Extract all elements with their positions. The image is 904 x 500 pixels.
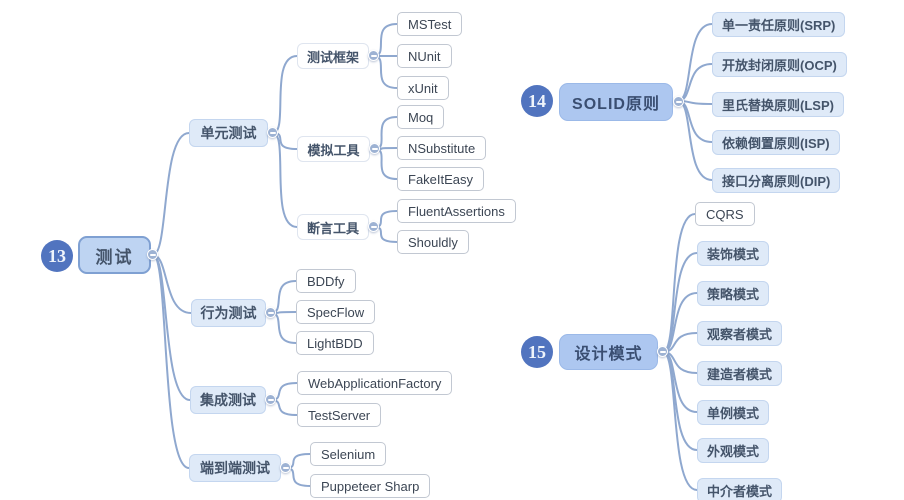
node-shouldly[interactable]: Shouldly	[397, 230, 469, 254]
edge-connector	[662, 351, 698, 451]
collapse-toggle-solid[interactable]	[673, 96, 684, 107]
node-strategy-pattern[interactable]: 策略模式	[697, 281, 770, 306]
node-builder-pattern[interactable]: 建造者模式	[697, 361, 783, 386]
node-integration-testing[interactable]: 集成测试	[190, 386, 266, 414]
collapse-toggle-integration-testing[interactable]	[265, 394, 276, 405]
edge-connector	[662, 351, 698, 491]
edge-connector	[152, 254, 191, 401]
edge-connector	[272, 55, 298, 134]
node-solid-root[interactable]: SOLID原则	[559, 83, 673, 121]
collapse-toggle-design-patterns[interactable]	[657, 346, 668, 357]
node-cqrs[interactable]: CQRS	[695, 202, 755, 226]
badge-15: 15	[521, 336, 553, 368]
node-lightbdd[interactable]: LightBDD	[296, 331, 374, 355]
node-principle-isp[interactable]: 依赖倒置原则(ISP)	[712, 130, 840, 155]
node-webapplicationfactory[interactable]: WebApplicationFactory	[297, 371, 453, 395]
node-selenium[interactable]: Selenium	[310, 442, 387, 466]
node-facade-pattern[interactable]: 外观模式	[697, 438, 770, 463]
node-nunit[interactable]: NUnit	[397, 44, 452, 68]
node-behavior-testing[interactable]: 行为测试	[191, 299, 266, 327]
node-fluentassertions[interactable]: FluentAssertions	[397, 199, 516, 223]
collapse-toggle-testing[interactable]	[147, 249, 158, 260]
node-principle-ocp[interactable]: 开放封闭原则(OCP)	[712, 52, 847, 77]
node-observer-pattern[interactable]: 观察者模式	[697, 321, 783, 346]
edge-connector	[677, 100, 713, 143]
badge-13: 13	[41, 240, 73, 272]
edge-connector	[373, 55, 398, 89]
collapse-toggle-behavior-testing[interactable]	[265, 307, 276, 318]
node-principle-dip[interactable]: 接口分离原则(DIP)	[712, 168, 841, 193]
edge-connector	[272, 132, 298, 228]
edge-connector	[374, 148, 398, 180]
collapse-toggle-unit-testing[interactable]	[267, 127, 278, 138]
collapse-toggle-assertion-tools[interactable]	[368, 221, 379, 232]
node-moq[interactable]: Moq	[397, 105, 445, 129]
node-puppeteer-sharp[interactable]: Puppeteer Sharp	[310, 474, 431, 498]
node-xunit[interactable]: xUnit	[397, 76, 449, 100]
node-mstest[interactable]: MSTest	[397, 12, 463, 36]
node-decorator-pattern[interactable]: 装饰模式	[697, 241, 770, 266]
edge-connector	[270, 312, 297, 344]
node-bddfy[interactable]: BDDfy	[296, 269, 356, 293]
collapse-toggle-mock-tools[interactable]	[369, 143, 380, 154]
edge-connector	[152, 254, 190, 469]
edge-connector	[677, 23, 713, 102]
node-specflow[interactable]: SpecFlow	[296, 300, 376, 324]
node-nsubstitute[interactable]: NSubstitute	[397, 136, 487, 160]
node-assertion-tools[interactable]: 断言工具	[297, 214, 369, 240]
node-test-frameworks[interactable]: 测试框架	[297, 43, 369, 69]
node-principle-srp[interactable]: 单一责任原则(SRP)	[712, 12, 846, 37]
node-design-patterns-root[interactable]: 设计模式	[559, 334, 658, 370]
node-mock-tools[interactable]: 模拟工具	[297, 136, 370, 162]
node-unit-testing[interactable]: 单元测试	[189, 119, 268, 147]
collapse-toggle-test-frameworks[interactable]	[368, 50, 379, 61]
edge-connector	[152, 132, 190, 256]
node-testserver[interactable]: TestServer	[297, 403, 382, 427]
node-e2e-testing[interactable]: 端到端测试	[189, 454, 281, 482]
node-mediator-pattern[interactable]: 中介者模式	[697, 478, 783, 500]
badge-14: 14	[521, 85, 553, 117]
node-testing-root[interactable]: 测试	[78, 236, 151, 274]
collapse-toggle-e2e-testing[interactable]	[280, 462, 291, 473]
node-principle-lsp[interactable]: 里氏替换原则(LSP)	[712, 92, 844, 117]
node-fakeiteasy[interactable]: FakeItEasy	[397, 167, 485, 191]
node-singleton-pattern[interactable]: 单例模式	[697, 400, 770, 425]
